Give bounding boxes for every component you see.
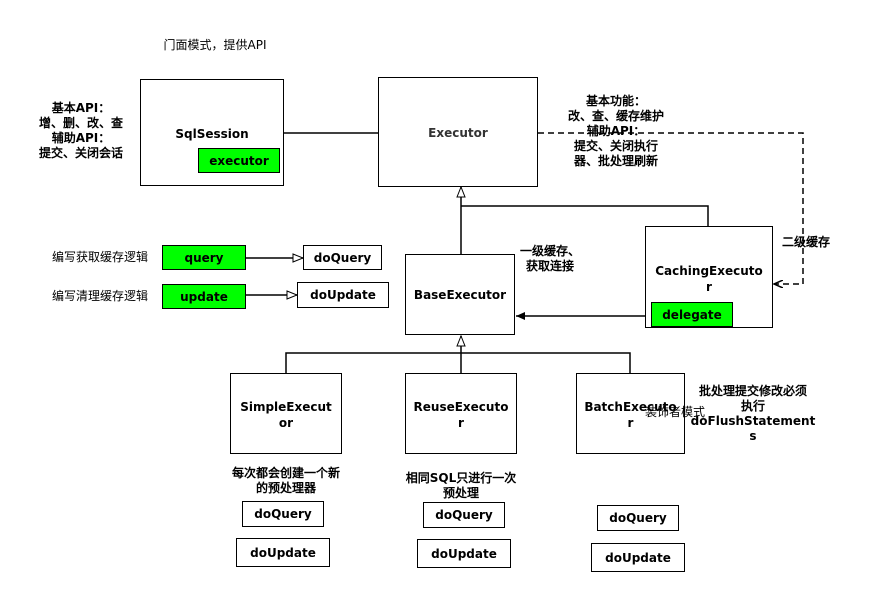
simple-executor-class-name: SimpleExecut or — [240, 400, 332, 430]
batch-doupdate-method[interactable]: doUpdate — [591, 543, 685, 572]
reuse-description: 相同SQL只进行一次 预处理 — [405, 471, 517, 500]
base-executor-class-name: BaseExecutor — [413, 288, 507, 302]
facade-note: 门面模式，提供API — [163, 38, 267, 52]
update-field[interactable]: update — [162, 284, 246, 309]
executor-interface-name: Executor — [428, 126, 488, 140]
second-cache-dashed-link — [538, 132, 804, 284]
second-cache-note: 二级缓存 — [781, 235, 830, 249]
update-logic-note: 编写清理缓存逻辑 — [51, 289, 148, 303]
reuse-doquery-method[interactable]: doQuery — [423, 502, 505, 528]
batch-doquery-method[interactable]: doQuery — [597, 505, 679, 531]
batch-description: 批处理提交修改必须 执行 doFlushStatement s — [690, 384, 816, 443]
query-logic-note: 编写获取缓存逻辑 — [51, 250, 148, 264]
basic-api-note: 基本API： 增、删、改、查 辅助API： 提交、关闭会话 — [38, 101, 123, 160]
executor-interface[interactable]: Executor — [378, 77, 538, 187]
reuse-doupdate-method[interactable]: doUpdate — [417, 539, 511, 568]
batch-executor-class[interactable]: BatchExecuto r — [576, 373, 685, 454]
executor-function-note: 基本功能： 改、查、缓存维护 辅助API： 提交、关闭执行 器、批处理刷新 — [567, 94, 664, 168]
delegate-field[interactable]: delegate — [651, 302, 733, 327]
query-field[interactable]: query — [162, 245, 246, 270]
batch-executor-class-name: BatchExecuto r — [584, 400, 677, 430]
sqlsession-class-name: SqlSession — [175, 127, 249, 141]
first-cache-note: 一级缓存、 获取连接 — [519, 244, 580, 273]
simple-description: 每次都会创建一个新 的预处理器 — [231, 466, 340, 495]
simple-executor-class[interactable]: SimpleExecut or — [230, 373, 342, 454]
caching-executor-class-name: CachingExecuto r — [655, 264, 763, 294]
base-doquery-method[interactable]: doQuery — [303, 245, 382, 270]
subclass-bus — [285, 352, 631, 373]
simple-doupdate-method[interactable]: doUpdate — [236, 538, 330, 567]
decorator-note: 装饰者模式 — [644, 405, 705, 419]
base-executor-class[interactable]: BaseExecutor — [405, 254, 515, 335]
executor-field[interactable]: executor — [198, 148, 280, 173]
reuse-executor-class[interactable]: ReuseExecuto r — [405, 373, 517, 454]
reuse-executor-class-name: ReuseExecuto r — [413, 400, 509, 430]
simple-doquery-method[interactable]: doQuery — [242, 501, 324, 527]
base-doupdate-method[interactable]: doUpdate — [297, 282, 389, 308]
caching-extends-executor — [461, 205, 709, 226]
